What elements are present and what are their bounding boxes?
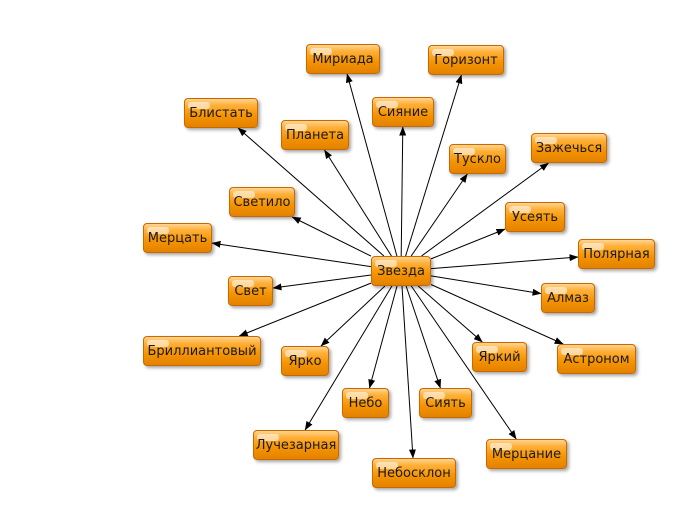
node-label: Зажечься (535, 140, 603, 156)
node-planeta[interactable]: Планета (281, 120, 349, 150)
node-almaz[interactable]: Алмаз (541, 283, 595, 313)
node-yarkiy[interactable]: Яркий (472, 342, 527, 372)
node-label: Планета (285, 127, 345, 143)
node-label: Сияние (377, 104, 429, 120)
edge-zvezda-polyarnaya (430, 254, 579, 270)
node-zazhechsya[interactable]: Зажечься (531, 133, 607, 163)
node-brilliantovy[interactable]: Бриллиантовый (143, 336, 261, 366)
node-label: Мириада (312, 51, 374, 67)
node-label: Сиять (425, 395, 466, 411)
node-siyanie[interactable]: Сияние (372, 97, 434, 127)
node-mertsanie[interactable]: Мерцание (486, 439, 567, 469)
edge-zvezda-siyanie (399, 126, 407, 257)
node-zvezda[interactable]: Звезда (371, 256, 431, 286)
edge-zvezda-mertsanie (410, 285, 517, 440)
node-luchezarnaya[interactable]: Лучезарная (253, 430, 339, 460)
node-svet[interactable]: Свет (228, 276, 273, 306)
node-label: Горизонт (434, 52, 498, 68)
node-yarko[interactable]: Ярко (281, 346, 329, 376)
edge-zvezda-svet (272, 274, 372, 291)
edge-zvezda-tusklo (410, 173, 468, 257)
edge-zvezda-brilliantovy (238, 282, 372, 337)
edge-zvezda-svetilo (291, 216, 372, 257)
node-mertsat[interactable]: Мерцать (143, 223, 212, 253)
node-svetilo[interactable]: Светило (229, 187, 295, 217)
edge-zvezda-siyat (405, 285, 442, 389)
node-mnogo[interactable]: Мириада (306, 44, 380, 74)
node-blistat[interactable]: Блистать (184, 98, 258, 128)
node-label: Лучезарная (255, 437, 337, 453)
edge-zvezda-yarkiy (417, 285, 483, 343)
edge-zvezda-useyat (430, 228, 506, 260)
node-label: Алмаз (547, 290, 589, 306)
node-label: Свет (234, 283, 267, 299)
edge-zvezda-nebo (368, 285, 398, 389)
edge-zvezda-zazhechsya (421, 162, 549, 257)
node-tusklo[interactable]: Тускло (449, 144, 506, 174)
node-gorizont[interactable]: Горизонт (428, 45, 504, 75)
edge-zvezda-gorizont (405, 74, 463, 257)
node-useyat[interactable]: Усеять (505, 202, 565, 232)
node-nebo[interactable]: Небо (342, 388, 389, 418)
node-label: Светило (233, 194, 291, 210)
node-label: Мерцать (147, 230, 208, 246)
node-label: Астроном (563, 351, 630, 367)
node-label: Усеять (511, 209, 559, 225)
node-label: Ярко (288, 353, 322, 369)
node-polyarnaya[interactable]: Полярная (578, 239, 655, 269)
node-label: Звезда (377, 263, 425, 279)
node-label: Бриллиантовый (147, 343, 257, 359)
edge-zvezda-yarko (320, 285, 386, 347)
node-siyat[interactable]: Сиять (419, 388, 472, 418)
edge-zvezda-nebosklon (401, 285, 416, 459)
edge-zvezda-planeta (324, 149, 392, 257)
node-label: Мерцание (491, 446, 562, 462)
node-label: Полярная (583, 246, 650, 262)
edge-zvezda-blistat (237, 127, 385, 257)
edge-zvezda-almaz (430, 275, 542, 296)
node-label: Тускло (454, 151, 501, 167)
edge-zvezda-mertsat (211, 240, 372, 268)
node-astronom[interactable]: Астроном (557, 344, 636, 374)
edge-zvezda-mnogo (345, 73, 398, 257)
node-label: Небо (348, 395, 383, 411)
node-nebosklon[interactable]: Небосклон (372, 458, 456, 488)
node-label: Яркий (478, 349, 521, 365)
node-label: Блистать (189, 105, 253, 121)
edge-zvezda-luchezarnaya (304, 285, 393, 431)
node-label: Небосклон (377, 465, 451, 481)
edge-zvezda-astronom (430, 284, 564, 345)
